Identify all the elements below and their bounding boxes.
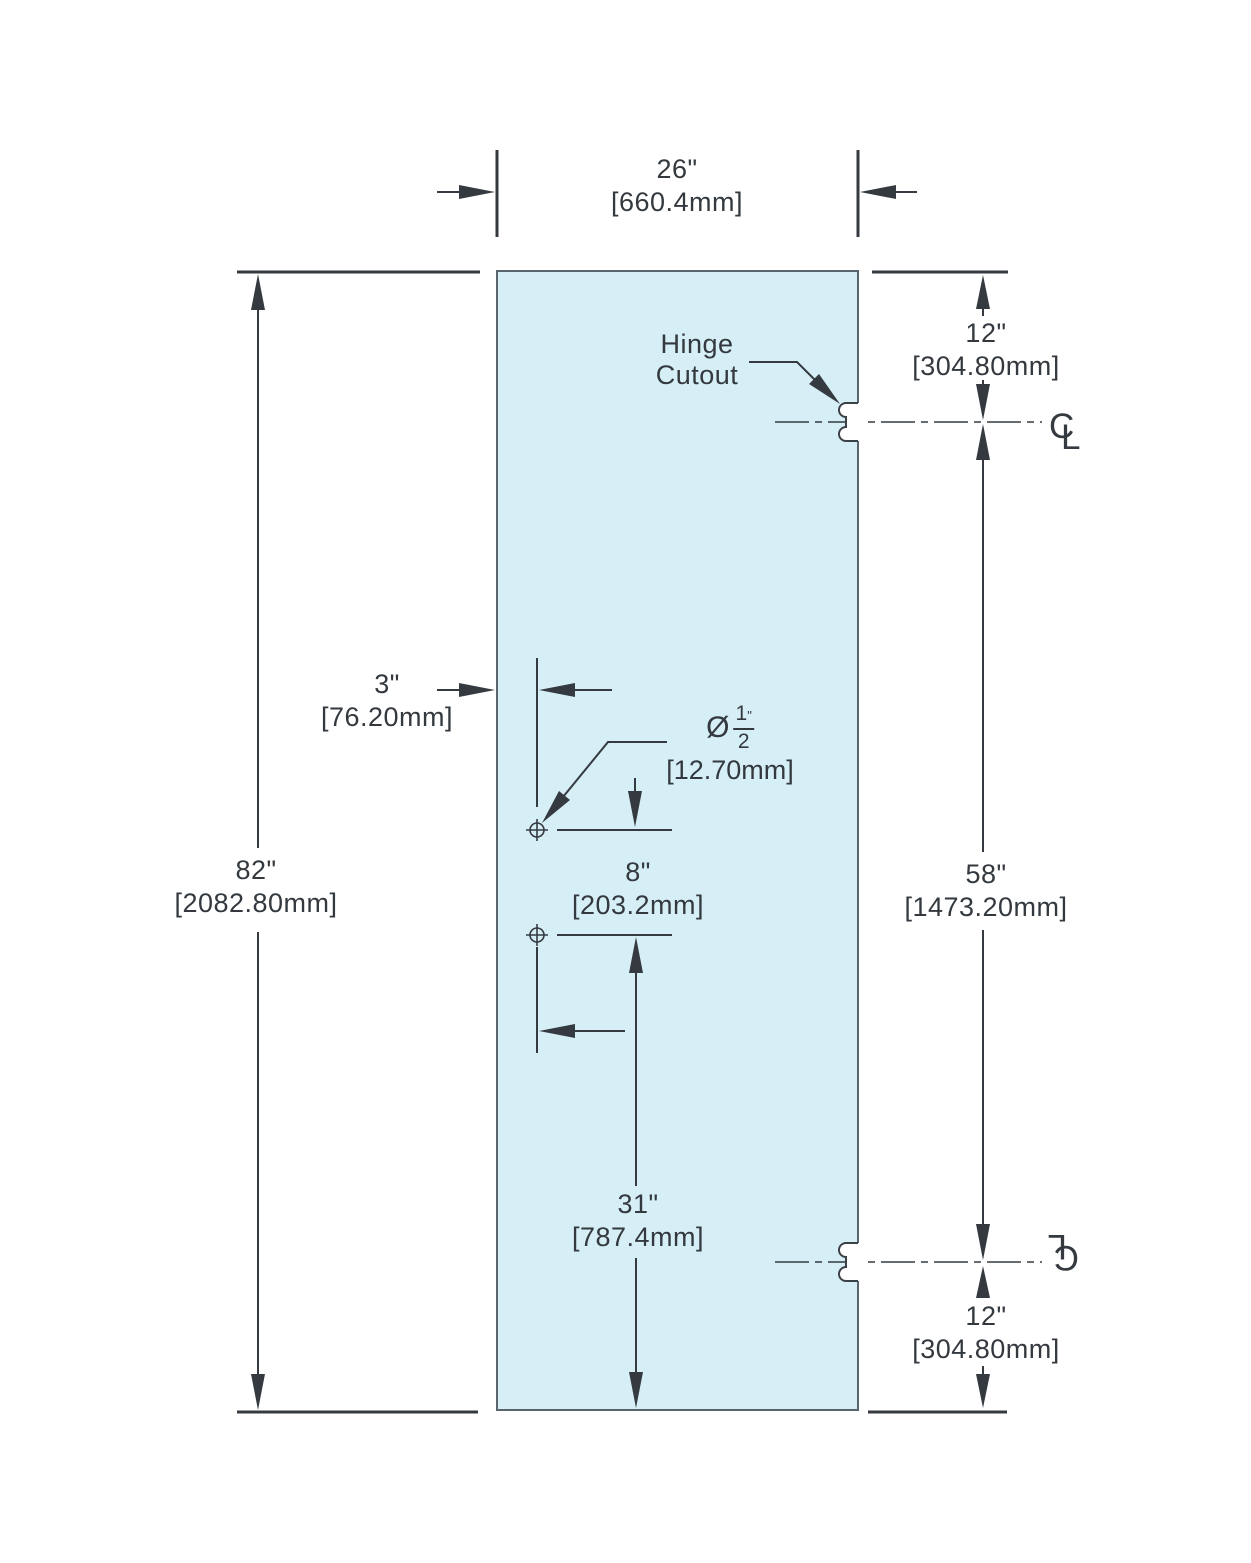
dim-bottom-hinge-12 [868, 1266, 1007, 1414]
top-handle-hole [526, 819, 548, 841]
hinge-span-inches: 58" [965, 859, 1007, 889]
leader-line [749, 361, 817, 382]
leader-line [562, 741, 667, 798]
bottom-hole-inches: 31" [617, 1189, 659, 1219]
diameter-symbol-icon: Ø [706, 711, 730, 744]
dim-width-26 [437, 150, 917, 237]
cutout-fill [839, 1243, 862, 1281]
top-hinge-mm: [304.80mm] [912, 351, 1060, 381]
glass-door-panel [496, 270, 859, 1411]
hinge-note-line2: Cutout [655, 360, 739, 390]
arrowhead-left-icon [539, 1024, 575, 1038]
dim-height-82 [237, 270, 480, 1414]
hole-edge-inches: 3" [374, 669, 400, 699]
hole-crosshair-icon [526, 924, 548, 946]
arrowhead-down-icon [976, 384, 990, 420]
hole-spacing-inches: 8" [625, 857, 651, 887]
numerator-value: 1 [735, 702, 748, 725]
arrowhead-up-icon [976, 1266, 990, 1298]
hinge-span-mm: [1473.20mm] [904, 892, 1068, 922]
height-dimension-label: 82" [2082.80mm] [174, 854, 337, 920]
centerline-l: L [1048, 1227, 1067, 1266]
fraction-denominator: 2 [737, 730, 750, 753]
dim-hinge-span-58 [976, 424, 990, 1260]
cutout-outline [838, 402, 858, 442]
leader-arrowhead-icon [809, 374, 840, 404]
leader-arrowhead-icon [542, 791, 570, 823]
centerline-l: L [1061, 418, 1080, 457]
height-inches: 82" [235, 855, 277, 885]
arrowhead-up-icon [976, 424, 990, 460]
bottom-hinge-offset-label: 12" [304.80mm] [912, 1300, 1060, 1366]
dim-hole-edge-3 [437, 658, 612, 807]
bottom-hole-edge-reference [536, 947, 625, 1053]
top-hinge-offset-label: 12" [304.80mm] [912, 317, 1060, 383]
dim-bottom-hole-31 [629, 973, 643, 1408]
height-mm: [2082.80mm] [174, 888, 338, 918]
bottom-hinge-cutout [838, 1242, 862, 1282]
arrowhead-down-icon [976, 1374, 990, 1408]
bottom-hole-mm: [787.4mm] [571, 1222, 705, 1252]
dim-top-hinge-12 [872, 270, 1008, 420]
hinge-note-leader [749, 361, 840, 404]
arrowhead-left-icon [539, 683, 575, 697]
centerline-symbol-top: C L [1049, 407, 1080, 457]
diameter-fraction: 1"2 [733, 702, 754, 754]
fraction-numerator: 1" [733, 702, 754, 730]
hinge-note-line1: Hinge [660, 329, 734, 359]
top-hinge-inches: 12" [965, 318, 1007, 348]
arrowhead-up-icon [629, 937, 643, 973]
centerline-c: C [1049, 407, 1074, 446]
width-mm: [660.4mm] [610, 187, 744, 217]
width-inches: 26" [656, 154, 698, 184]
hole-edge-mm: [76.20mm] [320, 702, 454, 732]
hole-spacing-mm: [203.2mm] [571, 890, 705, 920]
cutout-fill [839, 403, 862, 441]
dim-hole-spacing-8 [557, 778, 672, 973]
arrowhead-down-icon [628, 791, 642, 827]
arrowhead-down-icon [629, 1372, 643, 1408]
top-hinge-cutout [838, 402, 862, 442]
hinge-span-label: 58" [1473.20mm] [904, 858, 1067, 924]
arrowhead-left-icon [860, 185, 896, 199]
hole-edge-offset-label: 3" [76.20mm] [321, 668, 453, 734]
bottom-handle-hole [526, 924, 548, 946]
arrowhead-right-icon [459, 683, 495, 697]
bottom-hinge-inches: 12" [965, 1301, 1007, 1331]
hole-diameter-mm: [12.70mm] [666, 755, 794, 785]
arrowhead-down-icon [251, 1374, 265, 1410]
centerline-symbol-bottom: C L [1048, 1227, 1079, 1277]
inch-mark: " [747, 708, 752, 723]
arrowhead-right-icon [459, 185, 495, 199]
arrowhead-up-icon [976, 275, 990, 309]
arrowhead-up-icon [251, 274, 265, 310]
hinge-cutout-note: Hinge Cutout [656, 329, 739, 391]
width-dimension-label: 26" [660.4mm] [611, 153, 743, 219]
hole-diameter-leader [542, 741, 667, 823]
cutout-outline [838, 1242, 858, 1282]
hole-crosshair-icon [526, 819, 548, 841]
centerline-c: C [1054, 1238, 1079, 1277]
hole-spacing-label: 8" [203.2mm] [572, 856, 704, 922]
bottom-hinge-mm: [304.80mm] [912, 1334, 1060, 1364]
arrowhead-down-icon [976, 1224, 990, 1260]
bottom-hole-offset-label: 31" [787.4mm] [572, 1188, 704, 1254]
